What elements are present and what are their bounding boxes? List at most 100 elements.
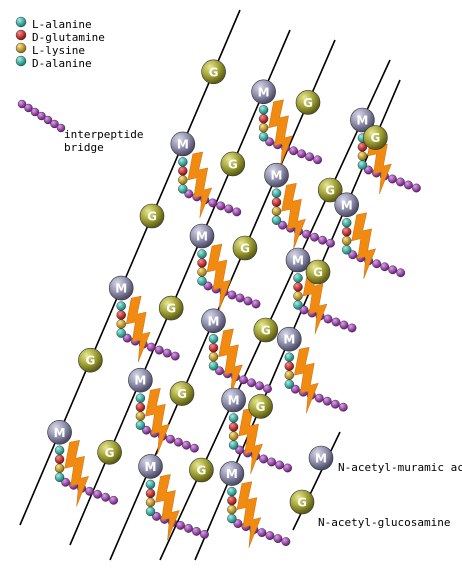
lysozyme-bolt	[155, 474, 180, 541]
l-alanine-ball	[116, 301, 126, 311]
key-muramic-acid-label: N-acetyl-muramic acid	[338, 461, 462, 474]
bridge-ball	[152, 512, 161, 521]
d-alanine-ball	[357, 160, 368, 170]
muramic-acid-letter: M	[258, 85, 270, 99]
bridge-ball	[101, 492, 111, 502]
d-alanine-ball	[54, 472, 65, 482]
glucosamine-letter: G	[147, 210, 157, 224]
bridge-ball	[239, 375, 248, 385]
bridge-ball	[318, 235, 327, 245]
d-alanine-ball	[228, 440, 239, 450]
bridge-ball	[251, 299, 261, 309]
muramic-acid-letter: M	[315, 452, 327, 466]
d-alanine-ball	[293, 300, 303, 310]
glucosamine-letter: G	[325, 184, 335, 198]
bridge-ball	[263, 384, 272, 394]
glucosamine-letter: G	[303, 96, 313, 110]
bridge-ball	[235, 445, 245, 455]
d-glutamine-ball	[178, 166, 188, 176]
glucosamine-letter: G	[297, 496, 307, 510]
bridge-ball	[184, 524, 193, 533]
glucosamine-ball	[169, 381, 195, 406]
lysozyme-bolt	[294, 346, 319, 414]
bridge-ball	[265, 531, 275, 540]
glucosamine-ball	[189, 457, 214, 483]
bridge-ball	[208, 198, 218, 208]
d-glutamine-ball	[342, 227, 352, 237]
bridge-ball	[363, 165, 373, 175]
bridge-ball	[372, 259, 382, 269]
legend-l-alanine-label: L-alanine	[32, 18, 92, 31]
d-alanine-ball	[227, 513, 237, 524]
muramic-acid-letter: M	[177, 137, 189, 151]
muramic-acid-node: M	[138, 454, 163, 479]
bridge-ball	[235, 293, 245, 303]
d-glutamine-ball	[135, 402, 146, 412]
l-alanine-ball	[135, 393, 146, 403]
muramic-acid-node: M	[47, 419, 72, 445]
bridge-ball	[265, 137, 274, 147]
bridge-ball	[403, 180, 413, 190]
muramic-acid-node: M	[334, 192, 360, 218]
d-alanine-ball	[271, 215, 282, 225]
bridge-ball	[322, 396, 332, 406]
glucosamine-ball	[78, 347, 103, 373]
peptide-chains	[54, 105, 368, 524]
l-lysine-ball	[342, 236, 352, 246]
l-lysine-ball	[357, 151, 368, 161]
l-lysine-ball	[284, 370, 294, 380]
lysozyme-bolt	[351, 212, 377, 279]
l-lysine-ball	[197, 267, 207, 277]
muramic-acid-node: M	[128, 367, 153, 393]
muramic-acid-letter: M	[341, 198, 353, 212]
legend-bridge-ball	[56, 123, 66, 133]
muramic-acid-ball	[170, 131, 196, 157]
bridge-ball	[411, 183, 421, 193]
muramic-acid-node: M	[219, 461, 245, 486]
bridge-ball	[247, 378, 256, 388]
legend-swatch-1	[15, 29, 27, 41]
glucosamine-node: G	[201, 59, 226, 85]
glucosamine-node: G	[97, 439, 122, 465]
legend-d-alanine-label: D-alanine	[32, 57, 92, 70]
glucosamine-letter: G	[85, 354, 95, 368]
muramic-acid-node: M	[350, 107, 375, 133]
bridge-ball	[259, 454, 268, 464]
d-alanine-ball	[342, 245, 352, 255]
glucosamine-ball	[232, 235, 258, 261]
bridge-ball	[203, 281, 213, 291]
muramic-acid-ball	[201, 308, 226, 334]
l-alanine-ball	[197, 249, 207, 259]
bridge-ball	[278, 220, 287, 230]
bridge-ball	[326, 238, 335, 248]
muramic-acid-letter: M	[54, 426, 66, 440]
l-lysine-ball	[116, 319, 126, 329]
glycan-strand-line	[69, 29, 291, 546]
bridge-ball	[299, 305, 309, 315]
glucosamine-node: G	[158, 295, 184, 321]
glucosamine-letter: G	[105, 446, 115, 460]
muramic-acid-node: M	[264, 162, 289, 188]
l-alanine-ball	[293, 273, 303, 283]
glucosamine-ball	[139, 203, 165, 229]
bridge-ball	[275, 460, 284, 470]
bridge-ball	[189, 443, 199, 453]
bridge-ball	[233, 519, 243, 528]
bridge-ball	[305, 152, 314, 162]
glucosamine-node: G	[289, 489, 315, 515]
muramic-acid-letter: M	[115, 282, 127, 296]
bridge-ball	[224, 204, 234, 214]
bridge-ball	[267, 457, 276, 467]
muramic-acid-letter: M	[208, 314, 220, 328]
d-glutamine-ball	[271, 197, 282, 207]
bridge-ball	[330, 399, 340, 409]
l-alanine-ball	[284, 352, 294, 362]
l-lysine-ball	[227, 504, 237, 515]
d-alanine-ball	[145, 506, 156, 517]
muramic-acid-ball	[276, 326, 302, 352]
bridge-ball	[257, 528, 267, 537]
bridge-ball	[122, 333, 132, 343]
glucosamine-ball	[305, 259, 331, 285]
